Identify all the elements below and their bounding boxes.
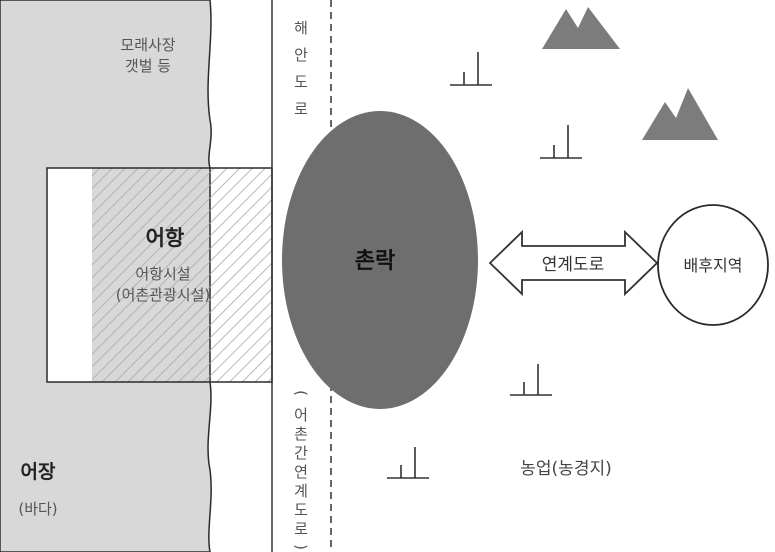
hinterland-label: 배후지역 bbox=[684, 256, 743, 275]
port-white-area bbox=[47, 168, 92, 382]
port-line1: 어항시설 bbox=[135, 265, 190, 283]
farmland-symbol-icon bbox=[387, 447, 429, 479]
port-line2: (어촌관광시설) bbox=[116, 286, 211, 304]
coastal-road-char: 로 bbox=[294, 100, 308, 118]
village-road-char: 로 bbox=[294, 520, 308, 538]
village-road-char: ( bbox=[292, 390, 310, 396]
link-road-label: 연계도로 bbox=[542, 255, 605, 275]
village-road-char: 계 bbox=[294, 482, 308, 500]
sea-subtitle: (바다) bbox=[18, 500, 57, 518]
village-road-label: ( 어 촌 간 연 계 도 로 ) bbox=[292, 390, 310, 550]
village-road-char: ) bbox=[292, 544, 310, 550]
port-title: 어항 bbox=[146, 226, 185, 250]
village-road-char: 연 bbox=[294, 463, 308, 481]
hinterland-circle bbox=[657, 204, 769, 326]
coastal-road-label: 해 안 도 로 bbox=[294, 19, 308, 118]
coastal-road-char: 해 bbox=[294, 19, 308, 37]
mountain-icon bbox=[642, 88, 718, 140]
link-road-arrow bbox=[488, 229, 659, 297]
farmland-symbol-icon bbox=[540, 125, 582, 159]
village-road-char: 간 bbox=[294, 444, 308, 462]
farmland-symbol-icon bbox=[450, 52, 492, 86]
farmland-symbol-icon bbox=[510, 364, 552, 396]
village-road-char: 도 bbox=[294, 501, 308, 519]
village-label: 촌락 bbox=[355, 249, 395, 274]
shore-line2: 갯벌 등 bbox=[125, 57, 171, 75]
port-hatched-area bbox=[92, 168, 272, 382]
coastal-road-char: 안 bbox=[294, 46, 308, 64]
shore-line1: 모래사장 bbox=[120, 36, 175, 54]
coastal-road-char: 도 bbox=[294, 73, 308, 91]
village-ellipse bbox=[282, 111, 478, 409]
sea-title: 어장 bbox=[21, 461, 56, 483]
village-road-char: 촌 bbox=[294, 425, 308, 443]
mountain-icon bbox=[542, 7, 620, 49]
village-road-char: 어 bbox=[294, 406, 308, 424]
farmland-label: 농업(농경지) bbox=[520, 459, 611, 479]
